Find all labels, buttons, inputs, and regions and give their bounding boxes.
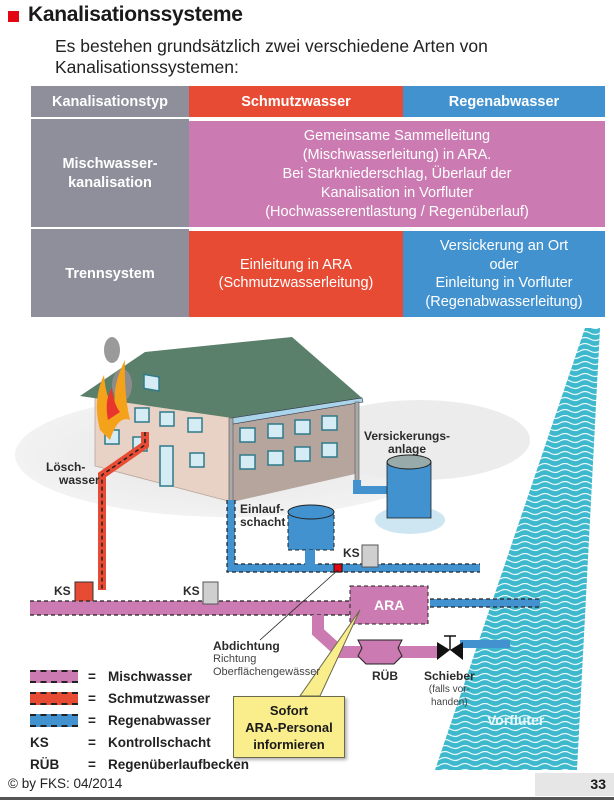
title-bullet-icon <box>8 11 19 22</box>
label-line: Abdichtung <box>213 639 280 653</box>
legend-item-rueb: RÜB = Regenüberlaufbecken <box>30 753 249 775</box>
kontrollschacht <box>74 581 94 605</box>
label-line: Lösch- <box>46 460 86 474</box>
callout-box: Sofort ARA-Personal informieren <box>233 696 345 758</box>
cell-line: Einleitung in ARA <box>239 256 353 273</box>
label-line: wasser <box>59 473 100 487</box>
bottom-rule <box>0 797 614 800</box>
kontrollschacht <box>202 581 219 605</box>
legend-item-schmutzwasser: = Schmutzwasser <box>30 687 249 709</box>
header-regenabwasser: Regenabwasser <box>403 86 605 117</box>
callout-line: Sofort <box>269 703 309 718</box>
legend-text: Schmutzwasser <box>108 690 211 706</box>
row-type-line: Mischwasser- <box>62 156 158 172</box>
cell-line: oder <box>489 256 519 273</box>
legend-eq: = <box>88 690 96 706</box>
label-ks-grey: KS <box>183 584 200 598</box>
legend-eq: = <box>88 712 96 728</box>
cell-line: Bei Starkniederschlag, Überlauf der <box>282 165 512 182</box>
cell-line: (Schmutzwasserleitung) <box>218 275 374 291</box>
label-line: schacht <box>240 515 286 529</box>
sewer-diagram <box>15 328 600 770</box>
label-ks-red: KS <box>54 584 71 598</box>
cell-line: Versickerung an Ort <box>439 238 569 254</box>
legend-eq: = <box>88 668 96 684</box>
cell-line: Gemeinsame Sammelleitung <box>303 127 491 144</box>
downpipe-right <box>354 401 360 483</box>
combined-cell: Gemeinsame Sammelleitung (Mischwasserlei… <box>189 121 605 227</box>
legend-item-mischwasser: = Mischwasser <box>30 665 249 687</box>
table-header-row: Kanalisationstyp Schmutzwasser Regenabwa… <box>31 86 605 117</box>
legend-text: Mischwasser <box>108 668 193 684</box>
legend-text: Kontrollschacht <box>108 734 211 750</box>
ground-area-right <box>310 400 530 480</box>
einlaufschacht <box>287 504 335 568</box>
label-line: Versickerungs- <box>364 429 451 443</box>
row-type-line: kanalisation <box>68 175 152 191</box>
table-row-mischwasser: Mischwasser- kanalisation Gemeinsame Sam… <box>31 121 605 227</box>
intro-line-1: Es bestehen grundsätzlich zwei verschied… <box>55 36 488 56</box>
intro-text: Es bestehen grundsätzlich zwei verschied… <box>55 36 575 78</box>
label-abdichtung: Abdichtung Richtung Oberflächengewässer <box>213 640 320 679</box>
label-line: Oberflächengewässer <box>213 666 321 678</box>
regenabwasser-swatch-icon <box>30 713 78 727</box>
pipe-dashes <box>226 500 540 608</box>
fire-icon <box>96 337 132 440</box>
schmutzwasser-cell: Einleitung in ARA (Schmutzwasserleitung) <box>189 231 403 317</box>
regenabwasser-cell: Versickerung an Ort oder Einleitung in V… <box>403 231 605 317</box>
cell-line: Kanalisation in Vorfluter <box>320 184 474 201</box>
intro-line-2: Kanalisationssystemen: <box>55 57 239 77</box>
header-schmutzwasser: Schmutzwasser <box>189 86 403 117</box>
label-versickerungsanlage: Versickerungs- anlage <box>364 430 450 456</box>
legend-item-regenabwasser: = Regenabwasser <box>30 709 249 731</box>
cell-line: Einleitung in Vorfluter <box>435 275 573 291</box>
label-ks-blue: KS <box>343 546 360 560</box>
mischwasser-swatch-icon <box>30 669 78 683</box>
table-row-trennsystem: Trennsystem Einleitung in ARA (Schmutzwa… <box>31 231 605 317</box>
legend-abbr: RÜB <box>30 756 60 772</box>
legend-eq: = <box>88 734 96 750</box>
label-line: anlage <box>388 442 427 456</box>
vorfluter-river <box>435 328 600 770</box>
kanalisation-table: Kanalisationstyp Schmutzwasser Regenabwa… <box>31 86 605 317</box>
label-schieber: Schieber (falls vor- handen) <box>424 670 475 709</box>
schmutzwasser-swatch-icon <box>30 691 78 705</box>
house-roof <box>80 337 362 418</box>
legend-text: Regenüberlaufbecken <box>108 756 250 772</box>
legend-text: Regenabwasser <box>108 712 211 728</box>
label-ara: ARA <box>374 597 405 613</box>
legend-eq: = <box>88 756 96 772</box>
page-title: Kanalisationssysteme <box>28 3 243 26</box>
abdichtung-marker <box>333 563 343 573</box>
label-vorfluter: Vorfluter <box>487 712 545 728</box>
header-kanalisationstyp: Kanalisationstyp <box>31 86 189 117</box>
label-einlaufschacht: Einlauf- schacht <box>240 503 285 529</box>
cell-line: (Mischwasserleitung) in ARA. <box>302 146 492 163</box>
kontrollschacht <box>361 544 379 568</box>
mischwasser-pipes <box>30 585 440 665</box>
label-line: (falls vor- <box>428 684 470 695</box>
legend-abbr: KS <box>30 734 49 750</box>
cell-line: (Regenabwasserleitung) <box>425 293 583 310</box>
legend-item-ks: KS = Kontrollschacht <box>30 731 249 753</box>
label-loeschwasser: Lösch- wasser <box>46 461 100 487</box>
copyright: © by FKS: 04/2014 <box>8 776 123 791</box>
callout-line: informieren <box>253 737 325 752</box>
label-line: handen) <box>431 697 468 708</box>
versickerungsanlage <box>375 454 445 534</box>
pipe-dashes <box>101 432 146 590</box>
schieber-valve-icon <box>437 635 463 660</box>
leader-line <box>259 569 339 641</box>
cell-line: (Hochwasserentlastung / Regenüberlauf) <box>265 203 529 220</box>
label-line: Einlauf- <box>240 502 284 516</box>
label-line: Schieber <box>424 669 475 683</box>
label-rueb: RÜB <box>372 669 398 683</box>
callout-line: ARA-Personal <box>245 720 333 735</box>
row-type-cell: Trennsystem <box>31 231 189 317</box>
label-line: Richtung <box>213 653 257 665</box>
page-number: 33 <box>535 773 614 796</box>
row-type-cell: Mischwasser- kanalisation <box>31 121 189 227</box>
legend: = Mischwasser = Schmutzwasser = Regenabw… <box>30 665 249 775</box>
